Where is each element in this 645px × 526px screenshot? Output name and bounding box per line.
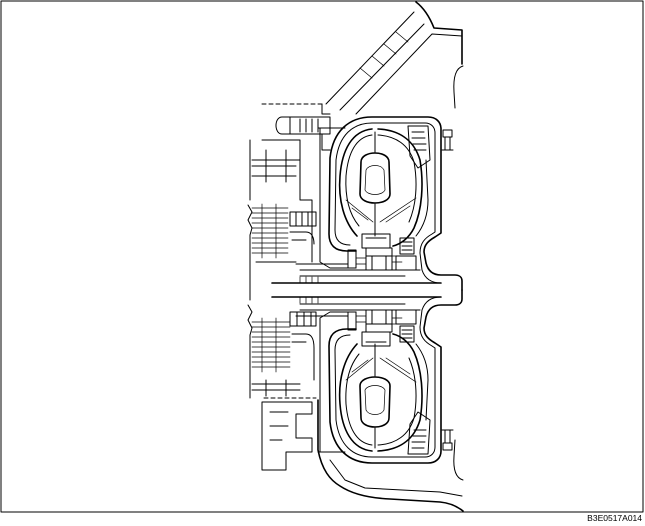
front-cover-outer-shell: [328, 116, 463, 291]
drawing-frame: [0, 0, 644, 513]
stud-bolt-lower: [289, 311, 317, 327]
guide-ring-core: [359, 152, 391, 204]
thrust-washer: [347, 249, 357, 269]
impeller-blade-inner: [345, 134, 373, 227]
converter-housing-wall: [317, 127, 357, 269]
stud-bolt-upper: [289, 211, 317, 227]
break-line-left: [247, 139, 253, 399]
clutch-drum-lower: [291, 333, 315, 381]
one-way-clutch: [355, 255, 403, 265]
gear-shaft-lower: [251, 379, 301, 397]
case-rib-hatching: [359, 31, 409, 79]
transmission-case-upper: [415, 1, 463, 65]
figure-code-label: B3E0517A014: [587, 513, 642, 523]
impeller-blade-outline: [338, 128, 373, 237]
clutch-plates-upper: [251, 203, 289, 259]
stator-blade: [361, 233, 391, 249]
housing-top-step: [321, 103, 331, 115]
drive-plate-bolt: [441, 129, 454, 151]
turbine-hub: [395, 255, 417, 271]
turbine-shell-inner: [377, 134, 417, 223]
turbine-shell: [377, 128, 423, 247]
guide-ring-inner: [364, 165, 386, 195]
case-rib: [325, 11, 463, 115]
damper-spring-lower: [399, 237, 415, 255]
lockup-piston: [415, 159, 429, 237]
torque-converter-lower-half: [271, 289, 463, 464]
bell-housing-flange-upper: [453, 65, 464, 109]
blade-diagonal-lines: [345, 197, 417, 223]
stator-hub: [365, 247, 393, 271]
clutch-drum-upper: [255, 231, 315, 263]
transmission-case-lower-inner: [329, 459, 463, 497]
housing-bolt-upper: [275, 116, 331, 135]
shaft-spline: [299, 276, 319, 284]
gear-shaft-upper: [251, 149, 301, 183]
transmission-case-lower: [317, 399, 464, 512]
torque-converter-upper-half: [271, 116, 463, 291]
bell-housing-flange-lower: [453, 439, 464, 481]
pump-housing: [261, 133, 331, 263]
valve-body: [261, 401, 313, 471]
front-cover-inner-shell: [334, 122, 442, 284]
clutch-plates-lower: [251, 317, 291, 373]
lockup-damper: [407, 125, 431, 169]
converter-hub-sleeve: [295, 263, 421, 277]
